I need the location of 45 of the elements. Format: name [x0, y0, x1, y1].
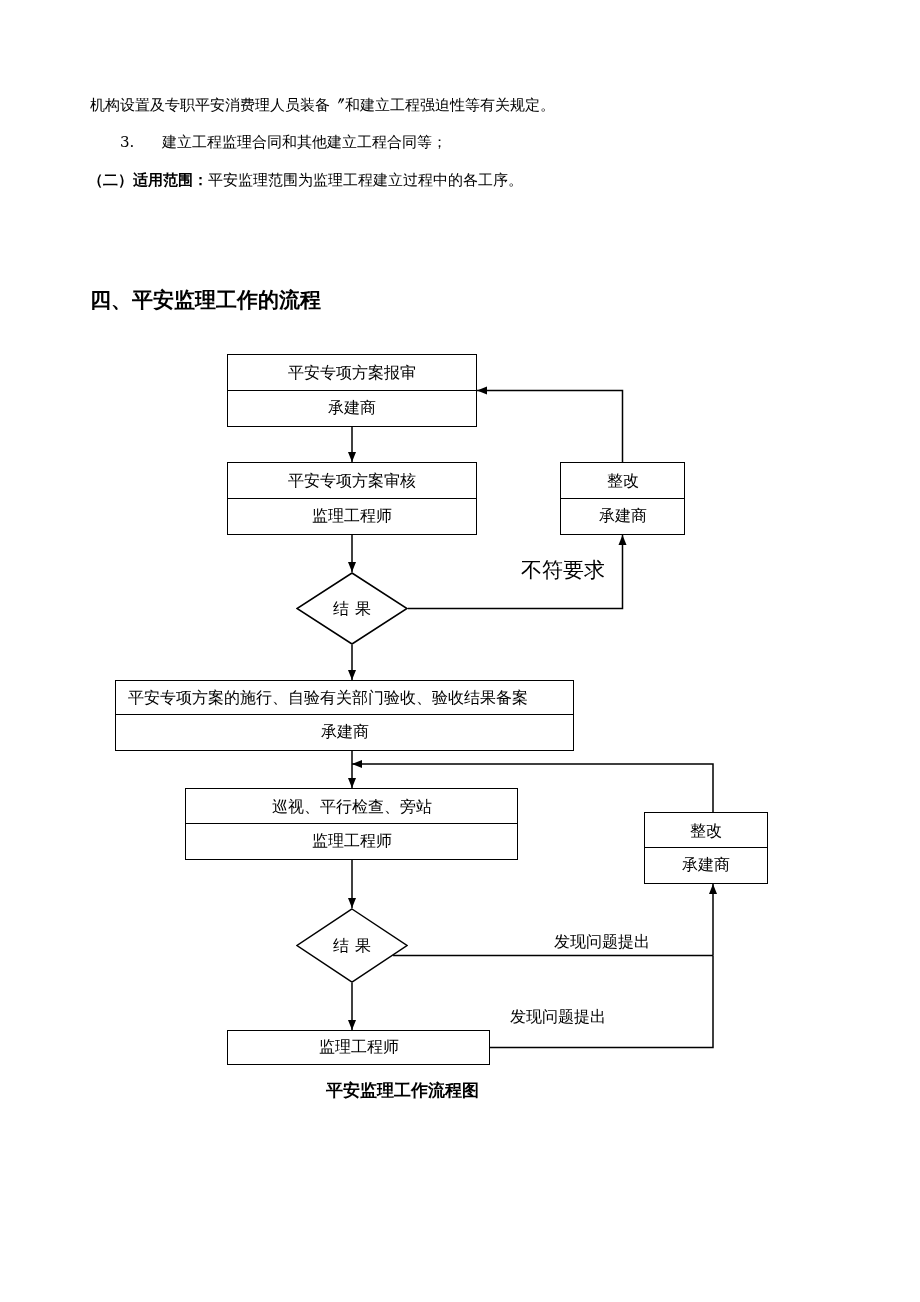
body-text: （二）适用范围：平安监理范围为监理工程建立过程中的各工序。 — [88, 171, 523, 189]
process-box — [227, 462, 477, 535]
decision-label: 结 果 — [333, 935, 371, 956]
process-box — [644, 812, 768, 884]
step-label: 平安专项方案的施行、自验有关部门验收、验收结果备案 — [128, 688, 528, 708]
process-box — [185, 788, 518, 860]
arrow — [348, 534, 356, 573]
connector-line — [351, 750, 353, 765]
section-heading: 四、平安监理工作的流程 — [90, 287, 321, 313]
arrow — [709, 883, 717, 957]
step-label: 平安专项方案审核 — [288, 471, 416, 491]
process-box — [115, 680, 574, 751]
connector-line — [489, 954, 714, 1049]
role-label: 承建商 — [682, 855, 730, 875]
list-number: 3. — [120, 133, 135, 151]
role-label: 承建商 — [320, 722, 369, 742]
process-box — [560, 462, 685, 535]
edge-label: 发现问题提出 — [554, 932, 650, 952]
decision-diamond — [296, 572, 408, 645]
edge-label: 发现问题提出 — [510, 1007, 606, 1027]
role-label: 监理工程师 — [318, 1037, 399, 1057]
role-label: 承建商 — [328, 398, 376, 418]
role-label: 监理工程师 — [312, 506, 392, 526]
step-label: 平安专项方案报审 — [288, 363, 416, 383]
arrow — [476, 386, 624, 463]
arrow — [348, 644, 356, 681]
arrow — [348, 859, 356, 909]
connector-line — [392, 954, 714, 957]
step-label: 整改 — [606, 471, 639, 491]
body-text: 建立工程监理合同和其他建立工程合同等； — [162, 133, 447, 151]
arrow — [407, 534, 627, 610]
body-text: 机构设置及专职平安消费理人员装备〞和建立工程强迫性等有关规定。 — [90, 96, 555, 114]
step-label: 巡视、平行检查、旁站 — [271, 796, 432, 816]
decision-label: 结 果 — [333, 598, 371, 619]
arrow — [348, 426, 356, 463]
role-label: 监理工程师 — [311, 831, 392, 851]
arrow — [348, 763, 356, 789]
process-box — [227, 1030, 490, 1065]
decision-diamond — [296, 908, 408, 983]
figure-caption: 平安监理工作流程图 — [326, 1080, 479, 1101]
process-box — [227, 354, 477, 427]
step-label: 整改 — [690, 820, 722, 840]
role-label: 承建商 — [598, 506, 647, 526]
arrow — [351, 760, 714, 813]
arrow — [348, 982, 356, 1031]
